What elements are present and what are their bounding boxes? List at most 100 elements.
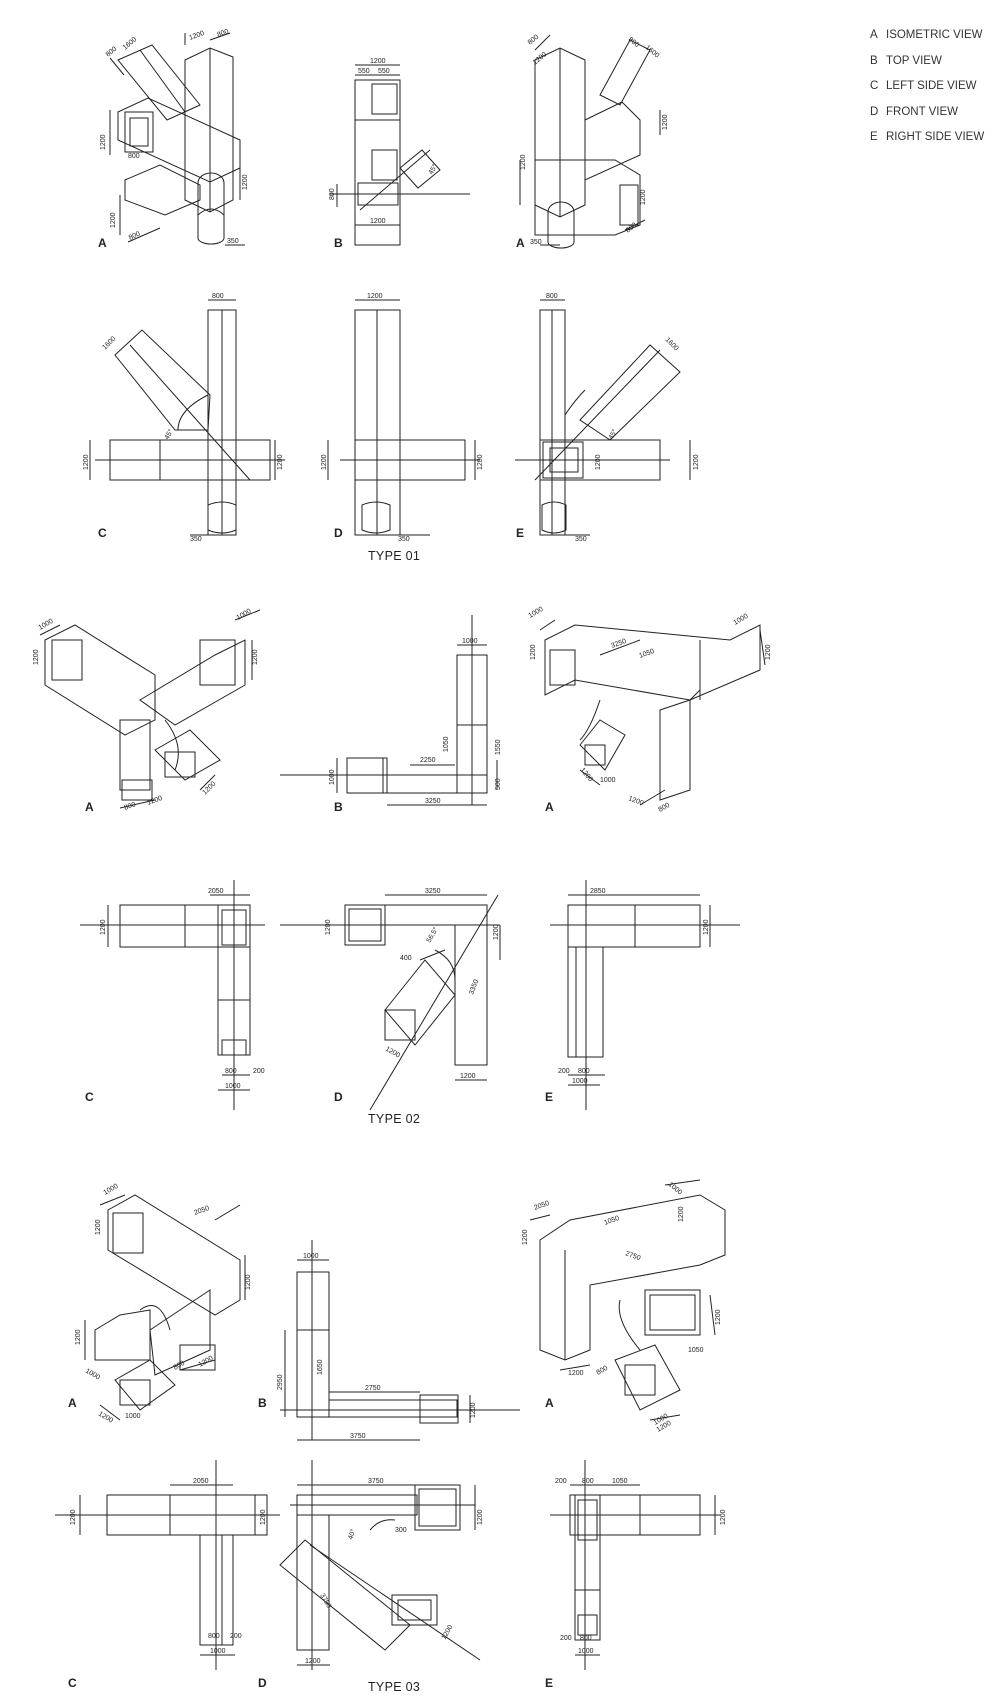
dim-label: 1600: [122, 36, 139, 51]
dim-label: 1200: [477, 1509, 484, 1525]
type01-front-view: [327, 299, 480, 536]
dim-label: 45°: [607, 428, 619, 441]
dim-label: 1200: [260, 1509, 267, 1525]
view-label: C: [68, 1676, 77, 1690]
dim-label: 1200: [441, 1624, 455, 1641]
dim-label: 1200: [75, 1329, 82, 1345]
dim-label: 1000: [210, 1648, 226, 1655]
dim-label: 1000: [578, 1648, 594, 1655]
view-label: D: [334, 1090, 343, 1104]
type02-isometric-view-2: [539, 619, 766, 806]
dim-label: 1000: [103, 1183, 120, 1197]
dim-label: 2050: [193, 1205, 210, 1217]
dim-label: 350: [190, 536, 202, 543]
dim-label: 1200: [520, 154, 527, 170]
dim-label: 3750: [350, 1433, 366, 1440]
dim-label: 800: [627, 36, 641, 49]
dim-label: 400: [400, 955, 412, 962]
type01-left-side-view: [89, 299, 285, 536]
dim-label: 800: [329, 188, 336, 200]
dim-label: 1200: [100, 919, 107, 935]
dim-label: 3350: [468, 979, 480, 996]
dim-label: 1200: [578, 767, 593, 784]
dim-label: 800: [658, 802, 672, 814]
dim-label: 350: [398, 536, 410, 543]
type01-isometric-view-1: [109, 32, 245, 246]
dim-label: 1000: [528, 606, 545, 620]
dim-label: 1200: [242, 174, 249, 190]
dim-label: 1000: [303, 1253, 319, 1260]
dim-label: 1200: [384, 1046, 401, 1060]
dim-label: 1200: [325, 919, 332, 935]
dim-label: 2050: [208, 888, 224, 895]
dim-label: 45°: [427, 163, 439, 176]
dim-label: 350: [530, 239, 542, 246]
dim-label: 1200: [662, 114, 669, 130]
legend-label: ISOMETRIC VIEW: [886, 29, 983, 41]
dim-label: 3250: [425, 888, 441, 895]
dim-label: 1200: [703, 919, 710, 935]
dim-label: 1200: [201, 780, 217, 796]
dim-label: 1200: [95, 1219, 102, 1235]
dim-label: 2750: [365, 1385, 381, 1392]
dim-label: 1200: [370, 218, 386, 225]
dim-label: 40°: [346, 1528, 357, 1541]
dim-label: 3750: [368, 1478, 384, 1485]
dim-label: 56.5°: [425, 926, 440, 944]
dim-label: 500: [495, 778, 502, 790]
type02-title: TYPE 02: [368, 1112, 421, 1126]
type02-left-side-view: [80, 880, 265, 1110]
dim-label: 1000: [84, 1368, 101, 1382]
dim-label: 800: [582, 1478, 594, 1485]
dim-label: 800: [225, 1068, 237, 1075]
dim-label: 2050: [533, 1200, 550, 1212]
dim-label: 800: [212, 293, 224, 300]
dim-label: 1050: [612, 1478, 628, 1485]
type01-right-side-view: [515, 299, 691, 536]
dim-label: 1200: [477, 454, 484, 470]
type02-right-side-view: [550, 880, 740, 1110]
dim-label: 1200: [277, 454, 284, 470]
dim-label: 200: [555, 1478, 567, 1485]
dim-label: 1000: [572, 1078, 588, 1085]
dim-label: 800: [105, 46, 119, 59]
dim-label: 350: [227, 238, 239, 245]
view-label: E: [516, 526, 525, 540]
dim-label: 800: [580, 1635, 592, 1642]
dim-label: 1000: [462, 638, 478, 645]
legend-letter: E: [870, 131, 878, 143]
type03-right-side-view: [550, 1460, 720, 1670]
dim-label: 1050: [603, 1215, 620, 1227]
dim-label: 1200: [188, 30, 205, 42]
legend-label: RIGHT SIDE VIEW: [886, 131, 985, 143]
dim-label: 1000: [225, 1083, 241, 1090]
dim-label: 1200: [627, 795, 644, 807]
dim-label: 1000: [38, 618, 55, 632]
legend-label: FRONT VIEW: [886, 105, 958, 118]
dim-label: 45°: [163, 428, 175, 441]
dim-label: 1000: [600, 777, 616, 784]
dim-label: 300: [395, 1527, 407, 1534]
dim-label: 800: [128, 230, 142, 241]
dim-label: 1200: [693, 454, 700, 470]
legend-label: TOP VIEW: [886, 54, 942, 67]
dim-label: 3250: [610, 638, 627, 650]
view-label: A: [68, 1396, 77, 1410]
legend-item: D FRONT VIEW: [870, 105, 995, 119]
view-label: A: [545, 800, 554, 814]
view-label: A: [98, 236, 107, 250]
type03-left-side-view: [55, 1460, 280, 1670]
dim-label: 1200: [321, 454, 328, 470]
view-label: A: [545, 1396, 554, 1410]
dim-label: 800: [123, 801, 136, 812]
dim-label: 2050: [193, 1478, 209, 1485]
dim-label: 1200: [522, 1229, 529, 1245]
view-label: C: [85, 1090, 94, 1104]
dim-label: 1200: [678, 1206, 685, 1222]
legend-letter: B: [870, 54, 878, 67]
legend-letter: D: [870, 105, 879, 118]
dim-label: 800: [625, 222, 639, 235]
